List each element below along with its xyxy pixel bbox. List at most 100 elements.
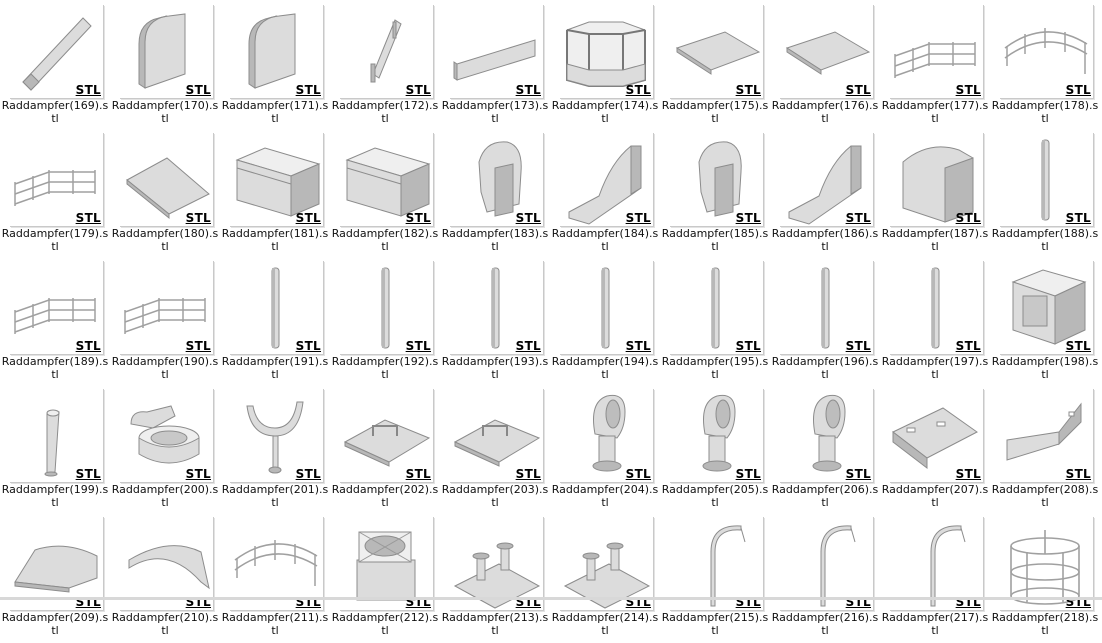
davit-icon: STL <box>779 516 873 610</box>
bracket-curved-icon: STL <box>559 132 653 226</box>
file-name-label: Raddampfer(174).stl <box>551 99 659 125</box>
file-name-label: Raddampfer(195).stl <box>661 355 769 381</box>
file-item[interactable]: STL Raddampfer(183).stl <box>440 131 550 259</box>
file-item[interactable]: STL Raddampfer(203).stl <box>440 387 550 515</box>
file-item[interactable]: STL Raddampfer(174).stl <box>550 3 660 131</box>
file-type-badge: STL <box>845 467 871 481</box>
file-item[interactable]: STL Raddampfer(181).stl <box>220 131 330 259</box>
cage-round-icon: STL <box>999 516 1093 610</box>
file-name-label: Raddampfer(171).stl <box>221 99 329 125</box>
box-chest-icon: STL <box>229 132 323 226</box>
file-name-label: Raddampfer(172).stl <box>331 99 439 125</box>
file-name-label: Raddampfer(181).stl <box>221 227 329 253</box>
file-type-badge: STL <box>405 467 431 481</box>
plate-flat-icon: STL <box>779 4 873 98</box>
railing-curved-icon: STL <box>999 4 1093 98</box>
file-name-label: Raddampfer(183).stl <box>441 227 549 253</box>
file-type-badge: STL <box>735 83 761 97</box>
hatch-handle-icon: STL <box>339 388 433 482</box>
file-type-badge: STL <box>185 211 211 225</box>
file-item[interactable]: STL Raddampfer(169).stl <box>0 3 110 131</box>
bracket-curved-icon: STL <box>779 132 873 226</box>
file-type-badge: STL <box>405 83 431 97</box>
plate-wedge-icon: STL <box>119 132 213 226</box>
file-type-badge: STL <box>955 211 981 225</box>
file-name-label: Raddampfer(188).stl <box>991 227 1099 253</box>
file-type-badge: STL <box>515 211 541 225</box>
file-name-label: Raddampfer(185).stl <box>661 227 769 253</box>
file-name-label: Raddampfer(203).stl <box>441 483 549 509</box>
file-type-badge: STL <box>515 467 541 481</box>
file-item[interactable]: STL Raddampfer(175).stl <box>660 3 770 131</box>
rod-vertical-icon: STL <box>779 260 873 354</box>
rod-vertical-icon: STL <box>339 260 433 354</box>
file-name-label: Raddampfer(196).stl <box>771 355 879 381</box>
file-type-badge: STL <box>735 467 761 481</box>
file-type-badge: STL <box>295 467 321 481</box>
ring-bracket-icon: STL <box>119 388 213 482</box>
file-name-label: Raddampfer(178).stl <box>991 99 1099 125</box>
file-type-badge: STL <box>405 211 431 225</box>
file-name-label: Raddampfer(197).stl <box>881 355 989 381</box>
curved-strip-icon: STL <box>119 516 213 610</box>
file-item[interactable]: STL Raddampfer(201).stl <box>220 387 330 515</box>
file-type-badge: STL <box>1065 467 1091 481</box>
file-name-label: Raddampfer(169).stl <box>1 99 109 125</box>
file-name-label: Raddampfer(211).stl <box>221 611 329 637</box>
file-type-badge: STL <box>295 211 321 225</box>
file-item[interactable]: STL Raddampfer(171).stl <box>220 3 330 131</box>
file-type-badge: STL <box>185 339 211 353</box>
file-type-badge: STL <box>75 83 101 97</box>
file-type-badge: STL <box>625 83 651 97</box>
file-name-label: Raddampfer(201).stl <box>221 483 329 509</box>
file-type-badge: STL <box>845 211 871 225</box>
file-name-label: Raddampfer(175).stl <box>661 99 769 125</box>
rod-tapered-icon: STL <box>9 4 103 98</box>
file-name-label: Raddampfer(170).stl <box>111 99 219 125</box>
file-type-badge: STL <box>295 83 321 97</box>
file-type-badge: STL <box>185 467 211 481</box>
file-item[interactable]: STL Raddampfer(172).stl <box>330 3 440 131</box>
